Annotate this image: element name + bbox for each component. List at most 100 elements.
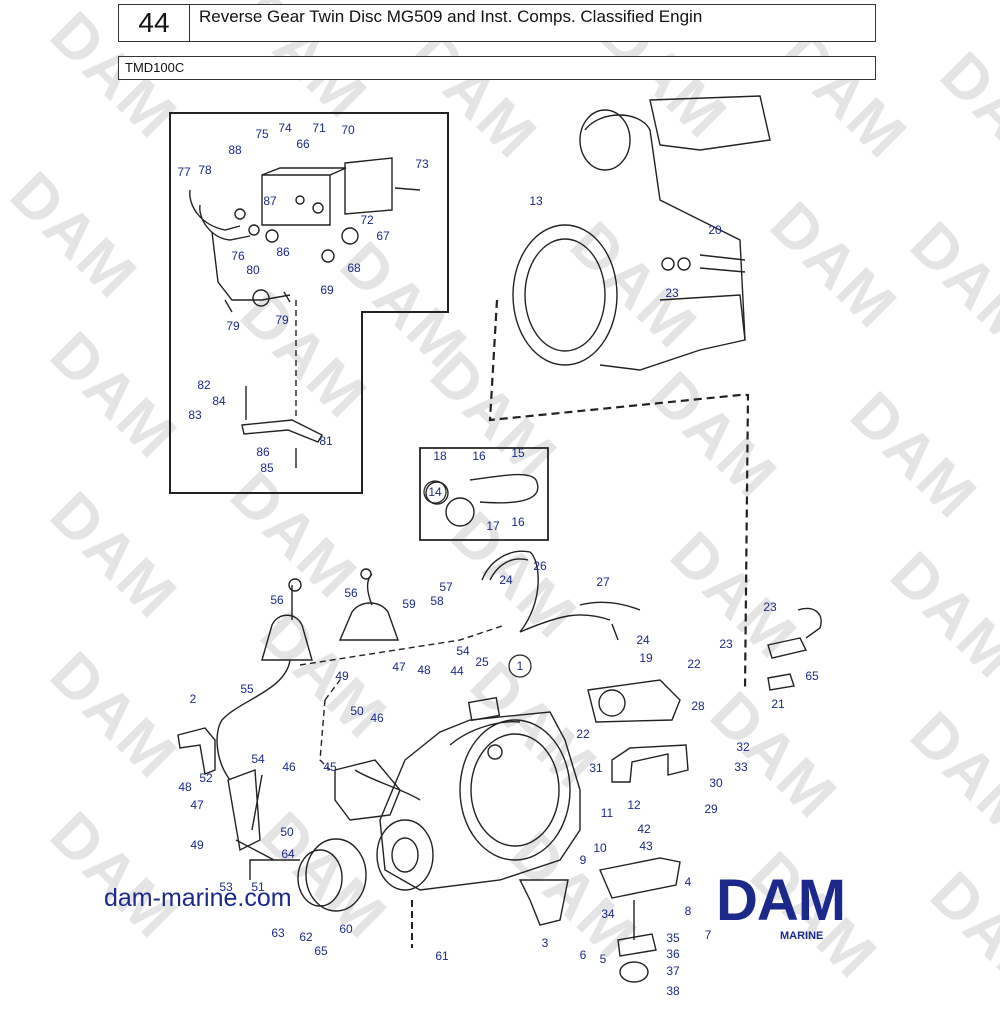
- part-number-label: 30: [709, 776, 723, 790]
- pump-part: [587, 679, 681, 723]
- part-number-label: 67: [376, 229, 390, 243]
- part-number-label: 49: [190, 838, 204, 852]
- part-number-label: 23: [719, 637, 733, 651]
- part-number-label: 59: [402, 597, 416, 611]
- oil-pipe-part: [481, 550, 539, 633]
- bracket-part: [177, 727, 216, 775]
- part-number-label: 33: [734, 760, 748, 774]
- part-number-label: 77: [177, 165, 191, 179]
- part-number-label: 23: [665, 286, 679, 300]
- part-number-label: 85: [260, 461, 274, 475]
- part-number-label: 7: [705, 928, 712, 942]
- flywheel-housing-part: [512, 224, 618, 366]
- lever-linkage-part: [227, 769, 261, 852]
- inset-frame: [169, 112, 449, 494]
- part-number-label: 48: [178, 780, 192, 794]
- model-label: TMD100C: [125, 60, 185, 75]
- part-number-label: 16: [472, 449, 486, 463]
- mount-bracket-31: [611, 744, 689, 783]
- part-number-label: 86: [276, 245, 290, 259]
- part-number-label: 54: [456, 644, 470, 658]
- part-number-label: 22: [576, 727, 590, 741]
- part-number-label: 20: [708, 223, 722, 237]
- part-number-label: 36: [666, 947, 680, 961]
- part-number-label: 37: [666, 964, 680, 978]
- part-number-label: 78: [198, 163, 212, 177]
- hose-part-65: [767, 637, 808, 659]
- part-number-label: 62: [299, 930, 313, 944]
- mount-bracket-4: [599, 857, 681, 899]
- part-number-label: 57: [439, 580, 453, 594]
- logo-subtext: MARINE: [780, 930, 824, 942]
- part-number-label: 76: [231, 249, 245, 263]
- model-box: TMD100C: [118, 56, 876, 80]
- part-number-label: 63: [271, 926, 285, 940]
- part-number-label: 17: [486, 519, 500, 533]
- valve-housing-part: [334, 759, 401, 821]
- part-number-label: 9: [580, 853, 587, 867]
- dam-marine-logo: DAM MARINE: [716, 872, 846, 943]
- part-number-label: 3: [542, 936, 549, 950]
- part-number-label: 47: [392, 660, 406, 674]
- part-number-label: 22: [687, 657, 701, 671]
- part-number-label: 26: [533, 559, 547, 573]
- part-number-label: 11: [601, 806, 614, 820]
- part-number-label: 8: [685, 904, 692, 918]
- part-number-label: 56: [344, 586, 358, 600]
- part-number-label: 50: [280, 825, 294, 839]
- part-number-label: 43: [639, 839, 653, 853]
- part-number-label: 25: [475, 655, 489, 669]
- hose-part-21: [767, 673, 795, 691]
- part-number-label: 81: [319, 434, 333, 448]
- part-number-label: 73: [415, 157, 429, 171]
- part-number-label: 52: [199, 771, 213, 785]
- part-number-label: 42: [637, 822, 651, 836]
- part-number-label: 27: [596, 575, 610, 589]
- part-number-label: 13: [529, 194, 543, 208]
- part-number-label: 12: [627, 798, 641, 812]
- part-number-label: 15: [511, 446, 525, 460]
- part-number-label: 46: [282, 760, 296, 774]
- part-number-label: 80: [246, 263, 260, 277]
- part-number-label: 70: [341, 123, 355, 137]
- part-number-label: 6: [580, 948, 587, 962]
- part-number-label: 29: [704, 802, 718, 816]
- reverse-gear-housing: [379, 711, 581, 891]
- part-number-label: 46: [370, 711, 384, 725]
- oil-cooler-inset-frame: [419, 447, 549, 541]
- part-number-label: 72: [360, 213, 374, 227]
- part-number-label: 75: [255, 127, 269, 141]
- part-number-label: 5: [600, 952, 607, 966]
- part-number-label: 51: [251, 880, 265, 894]
- part-number-label: 56: [270, 593, 284, 607]
- engine-mount-part: [617, 933, 657, 957]
- part-number-label: 88: [228, 143, 242, 157]
- part-number-label: 84: [212, 394, 226, 408]
- part-number-label: 64: [281, 847, 295, 861]
- part-number-label: 74: [278, 121, 292, 135]
- part-number-label: 4: [685, 875, 692, 889]
- header-box: 44 Reverse Gear Twin Disc MG509 and Inst…: [118, 4, 876, 42]
- control-lever-part: [241, 419, 323, 443]
- part-number-label: 55: [240, 682, 254, 696]
- callout-circle: [508, 654, 532, 678]
- part-number-label: 68: [347, 261, 361, 275]
- part-number-label: 16: [511, 515, 525, 529]
- part-number-label: 48: [417, 663, 431, 677]
- part-number-label: 28: [691, 699, 705, 713]
- part-number-label: 49: [335, 669, 349, 683]
- part-number-label: 66: [296, 137, 310, 151]
- part-number-label: 71: [312, 121, 326, 135]
- part-number-label: 24: [636, 633, 650, 647]
- part-number-label: 79: [226, 319, 240, 333]
- part-number-label: 18: [433, 449, 447, 463]
- instrument-panel-part: [261, 174, 331, 226]
- part-number-label: 61: [435, 949, 449, 963]
- part-number-label: 35: [666, 931, 680, 945]
- part-number-label: 79: [275, 313, 289, 327]
- part-number-label: 38: [666, 984, 680, 998]
- part-number-label: 47: [190, 798, 204, 812]
- part-number-label: 2: [190, 692, 197, 706]
- part-number-label: 32: [736, 740, 750, 754]
- coupling-part: [305, 838, 367, 912]
